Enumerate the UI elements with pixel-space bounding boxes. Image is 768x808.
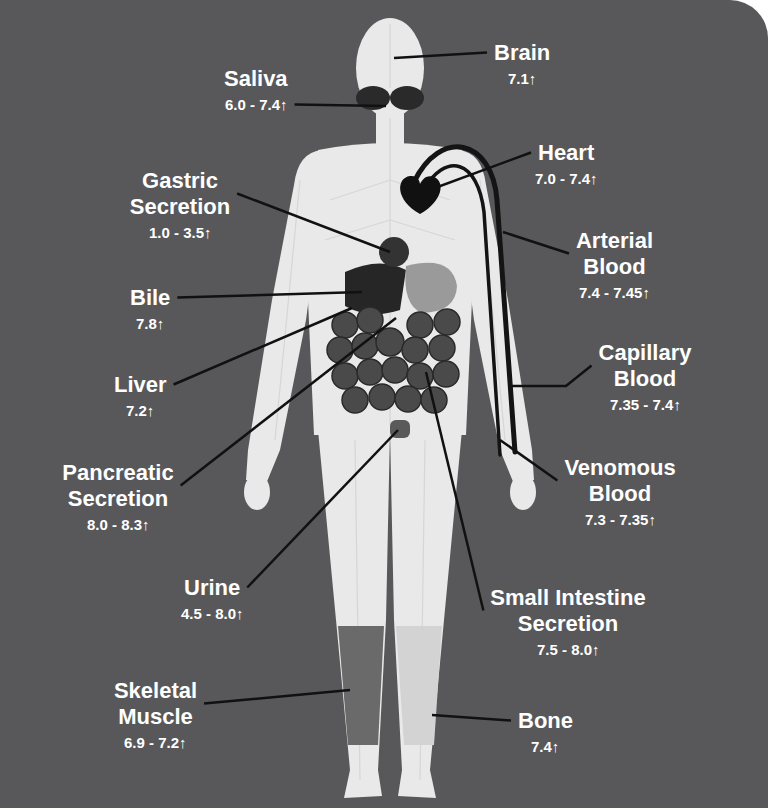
body-silhouette-part <box>390 430 462 798</box>
body-silhouette-part <box>356 18 424 118</box>
region-name: Venomous Blood <box>550 455 690 507</box>
leader-line <box>426 372 483 611</box>
intestines-part <box>352 333 378 359</box>
region-name: Liver <box>114 372 167 398</box>
nerve-lines-part <box>275 180 505 780</box>
intestines-part <box>429 335 455 361</box>
ph-value: 7.5 - 8.0↑ <box>537 640 600 659</box>
intestines <box>327 307 460 413</box>
brain-lobes-part <box>390 86 424 110</box>
intestines-part <box>402 337 428 363</box>
intestines-part <box>433 361 459 387</box>
gastric-organ <box>379 237 409 267</box>
region-name: Brain <box>494 40 550 66</box>
leader-line <box>295 105 386 107</box>
region-name: Small Intestine Secretion <box>468 585 668 637</box>
intestines-part <box>369 384 395 410</box>
intestines-part <box>342 387 368 413</box>
leader-line <box>177 292 362 298</box>
ph-value: 7.35 - 7.4↑ <box>610 395 681 414</box>
body-silhouette-part <box>318 430 390 798</box>
region-name: Arterial Blood <box>552 228 677 280</box>
body-silhouette-part <box>244 474 270 510</box>
region-name: Skeletal Muscle <box>93 678 218 730</box>
leader-line <box>247 430 398 588</box>
shin-bone <box>396 626 442 745</box>
nerve-lines <box>275 24 505 780</box>
ph-value: 6.0 - 7.4↑ <box>225 95 288 114</box>
ph-value: 7.4 - 7.45↑ <box>579 283 650 302</box>
region-name: Pancreatic Secretion <box>48 460 188 512</box>
ph-value: 7.8↑ <box>136 314 164 333</box>
ph-value: 7.0 - 7.4↑ <box>535 169 598 188</box>
body-silhouette <box>244 18 536 798</box>
region-name: Saliva <box>224 66 288 92</box>
intestines-part <box>407 312 433 338</box>
ph-value: 7.4↑ <box>531 737 559 756</box>
body-silhouette-part <box>510 474 536 510</box>
region-name: Bone <box>518 708 573 734</box>
stomach-organ <box>405 263 457 313</box>
region-name: Bile <box>130 285 170 311</box>
intestines-part <box>382 357 408 383</box>
intestines-part <box>357 359 383 385</box>
leader-line <box>503 232 569 254</box>
skeletal-muscle <box>338 626 384 745</box>
nerve-lines-part <box>389 24 390 88</box>
intestines-part <box>327 337 353 363</box>
intestines-part <box>376 328 404 356</box>
region-name: Gastric Secretion <box>115 168 245 220</box>
leader-line <box>511 366 592 387</box>
leader-line <box>394 53 487 59</box>
leader-line <box>204 690 350 704</box>
ph-value: 6.9 - 7.2↑ <box>124 733 187 752</box>
liver-organ <box>345 263 406 314</box>
leader-line <box>181 318 396 486</box>
intestines-part <box>332 363 358 389</box>
region-name: Heart <box>538 140 594 166</box>
ph-value: 8.0 - 8.3↑ <box>87 515 150 534</box>
intestines-part <box>434 309 460 335</box>
ph-value: 7.2↑ <box>126 401 154 420</box>
ph-value: 7.3 - 7.35↑ <box>585 510 656 529</box>
leader-line <box>432 715 511 721</box>
leader-line <box>424 153 531 193</box>
intestines-part <box>395 386 421 412</box>
ph-value: 4.5 - 8.0↑ <box>181 604 244 623</box>
ph-value: 7.1↑ <box>508 69 536 88</box>
heart-organ <box>400 176 440 214</box>
region-name: Capillary Blood <box>580 340 710 392</box>
region-name: Urine <box>184 575 240 601</box>
leader-line <box>500 440 557 481</box>
ph-value: 1.0 - 3.5↑ <box>149 223 212 242</box>
intestines-part <box>357 307 383 333</box>
leader-line <box>237 194 390 253</box>
